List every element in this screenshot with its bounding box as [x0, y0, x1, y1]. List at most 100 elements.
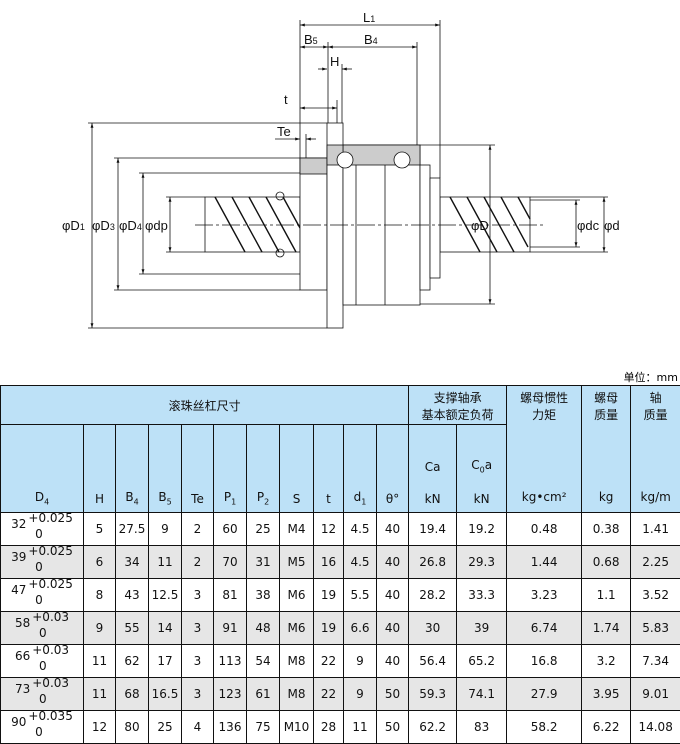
table-cell: 0.48	[507, 513, 582, 546]
table-cell: 5.83	[631, 612, 680, 645]
table-cell: 0.68	[582, 546, 631, 579]
column-header-2: B4	[116, 425, 149, 513]
tolerance-upper: +0.03	[32, 643, 69, 657]
table-cell: 2	[182, 546, 214, 579]
table-cell: 74.1	[457, 678, 507, 711]
table-cell: 60	[214, 513, 247, 546]
column-label: B5	[158, 490, 171, 504]
table-cell: 4.5	[344, 513, 377, 546]
d4-value: 58	[15, 616, 30, 630]
table-cell: 12.5	[149, 579, 182, 612]
table-cell: 70	[214, 546, 247, 579]
table-cell: 75	[247, 711, 280, 744]
ball-screw-support-diagram: L1 B5 B4 H t Te φD1 φD3 φD4 φdp φD φdc φ…	[0, 0, 680, 345]
table-cell: M4	[280, 513, 314, 546]
table-cell: 14	[149, 612, 182, 645]
column-label: P1	[224, 490, 236, 504]
column-label: kN	[425, 492, 441, 506]
label-Te: Te	[277, 124, 291, 139]
table-cell: 33.3	[457, 579, 507, 612]
table-cell: 9	[149, 513, 182, 546]
column-header-3: B5	[149, 425, 182, 513]
label-H: H	[330, 54, 339, 69]
table-cell: 48	[247, 612, 280, 645]
table-cell: 16	[314, 546, 344, 579]
table-cell: 9	[84, 612, 116, 645]
column-label: P2	[257, 490, 269, 504]
table-cell: 3.52	[631, 579, 680, 612]
column-label: t	[326, 492, 331, 506]
table-cell: 27.5	[116, 513, 149, 546]
table-cell: 12	[314, 513, 344, 546]
table-cell: 3.23	[507, 579, 582, 612]
table-cell: 11	[84, 645, 116, 678]
tolerance-upper: +0.035	[28, 709, 72, 723]
label-D4: φD4	[119, 218, 142, 233]
unit-label: kg	[582, 489, 630, 506]
table-cell: 11	[149, 546, 182, 579]
label-D: φD	[471, 218, 489, 233]
label-D1: φD1	[62, 218, 85, 233]
table-cell: 28	[314, 711, 344, 744]
table-cell: 3	[182, 645, 214, 678]
table-cell: 1.44	[507, 546, 582, 579]
table-cell: 61	[247, 678, 280, 711]
label-L1: L1	[363, 10, 375, 25]
table-cell: 58.2	[507, 711, 582, 744]
column-header-4: Te	[182, 425, 214, 513]
column-label: θ°	[386, 492, 399, 506]
load-sub-label: Ca	[409, 460, 456, 474]
table-cell: 62.2	[409, 711, 457, 744]
tolerance-upper: +0.03	[32, 610, 69, 624]
d4-value: 47	[11, 583, 26, 597]
table-cell: 17	[149, 645, 182, 678]
table-cell: 16.8	[507, 645, 582, 678]
table-cell: 14.08	[631, 711, 680, 744]
table-cell: 9	[344, 645, 377, 678]
table-cell: 7.34	[631, 645, 680, 678]
label-dp: φdp	[145, 218, 168, 233]
column-label: D4	[35, 490, 49, 504]
load-sub-label: C0a	[457, 458, 506, 474]
table-cell: 16.5	[149, 678, 182, 711]
d4-value: 66	[15, 649, 30, 663]
column-header-10: θ°	[377, 425, 409, 513]
table-cell: 3	[182, 612, 214, 645]
table-cell: M8	[280, 678, 314, 711]
column-label: S	[293, 492, 301, 506]
table-cell: 6.6	[344, 612, 377, 645]
table-cell: 3.95	[582, 678, 631, 711]
column-header-9: d1	[344, 425, 377, 513]
table-cell: 50	[377, 678, 409, 711]
table-cell: 27.9	[507, 678, 582, 711]
table-cell: 6.74	[507, 612, 582, 645]
table-cell: 136	[214, 711, 247, 744]
table-cell: 9.01	[631, 678, 680, 711]
table-cell: 43	[116, 579, 149, 612]
table-cell: 31	[247, 546, 280, 579]
table-cell: 1.74	[582, 612, 631, 645]
tolerance-upper: +0.025	[28, 577, 72, 591]
table-cell: 56.4	[409, 645, 457, 678]
table-cell: 3	[182, 579, 214, 612]
table-cell: 83	[457, 711, 507, 744]
table-cell: 40	[377, 579, 409, 612]
table-cell: 50	[377, 711, 409, 744]
table-cell: 19	[314, 612, 344, 645]
table-cell: M8	[280, 645, 314, 678]
tolerance-upper: +0.03	[32, 676, 69, 690]
table-cell: 5	[84, 513, 116, 546]
tolerance-lower: 0	[39, 627, 69, 640]
table-cell: 12	[84, 711, 116, 744]
tolerance-lower: 0	[39, 660, 69, 673]
